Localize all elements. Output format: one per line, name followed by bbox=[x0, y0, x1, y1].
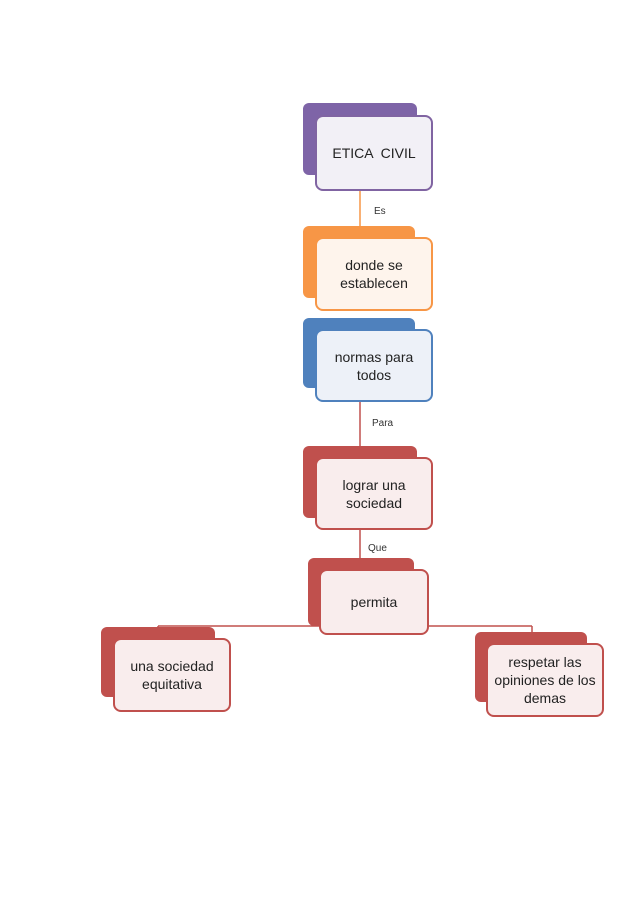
node-label: respetar las opiniones de los demas bbox=[494, 654, 596, 706]
node-label: donde se establecen bbox=[340, 257, 408, 291]
node-label: permita bbox=[350, 594, 398, 610]
connector-label-es: Es bbox=[374, 206, 386, 217]
node-front: normas para todos bbox=[315, 329, 433, 402]
node-label: normas para todos bbox=[334, 348, 414, 383]
node-front: ETICA CIVIL bbox=[315, 115, 433, 191]
node-label: ETICA CIVIL bbox=[332, 145, 416, 161]
node-front: donde se establecen bbox=[315, 237, 433, 311]
node-front: lograr una sociedad bbox=[315, 457, 433, 530]
connector-label-para: Para bbox=[372, 418, 394, 429]
node-label: lograr una sociedad bbox=[342, 476, 406, 511]
node-front: respetar las opiniones de los demas bbox=[486, 643, 604, 717]
node-front: permita bbox=[319, 569, 429, 635]
connector-label-que: Que bbox=[368, 543, 387, 554]
node-front: una sociedad equitativa bbox=[113, 638, 231, 712]
node-label: una sociedad equitativa bbox=[130, 658, 214, 692]
